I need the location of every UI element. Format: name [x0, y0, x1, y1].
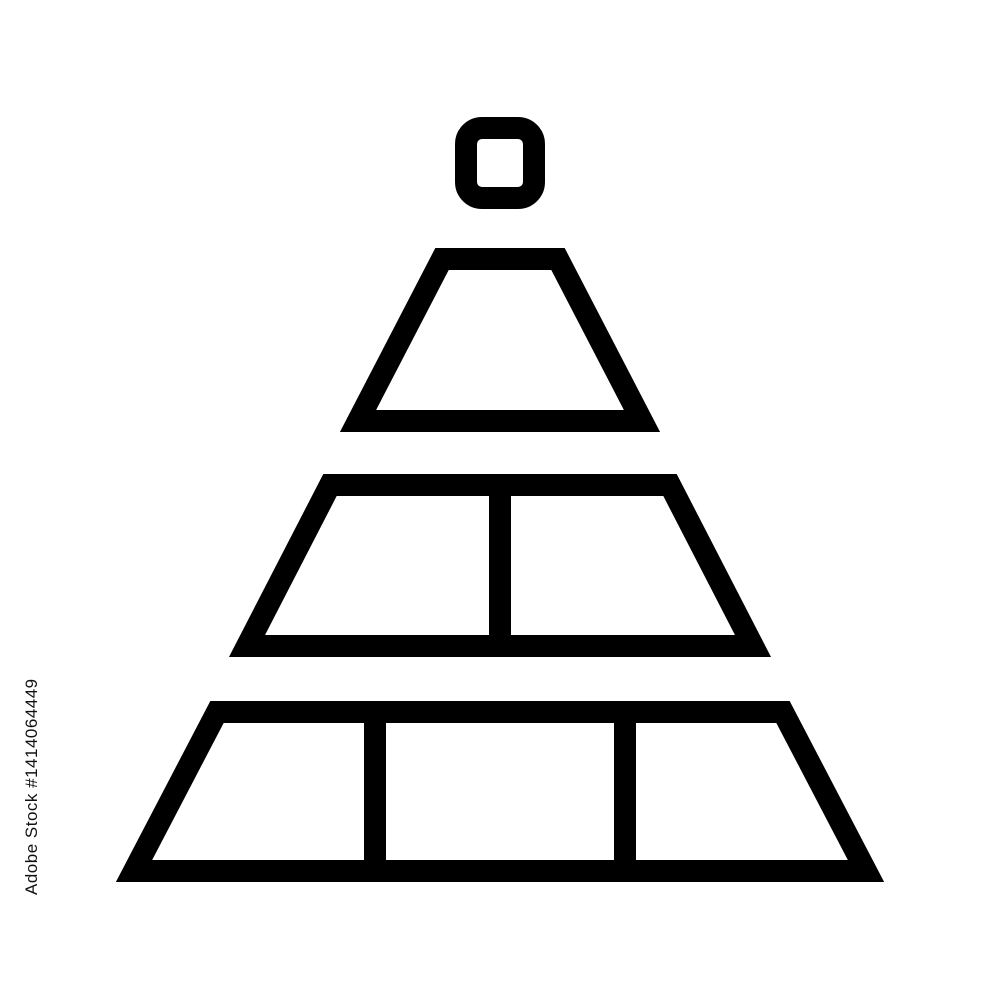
watermark-brand: Adobe Stock	[22, 793, 41, 895]
pyramid-tier-2	[228, 474, 772, 657]
pyramid-tier-1	[339, 248, 661, 432]
stock-id-watermark: Adobe Stock #1414064449	[22, 678, 42, 895]
pyramid-apex-square	[455, 117, 545, 209]
pyramid-tier-3	[115, 701, 885, 882]
watermark-id: #1414064449	[22, 678, 41, 788]
